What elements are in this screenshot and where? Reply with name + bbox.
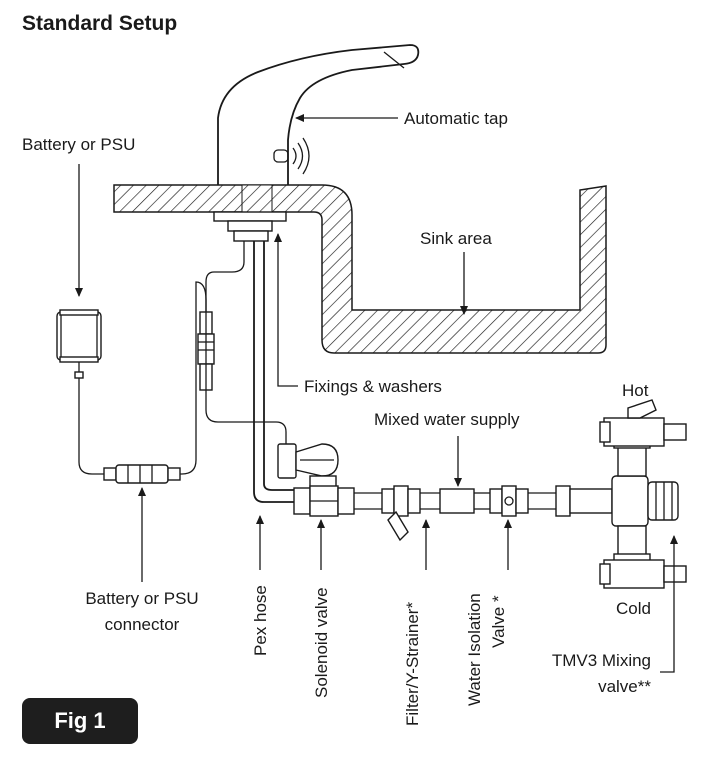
label-mixed-water-supply: Mixed water supply [374,410,520,429]
leader-lines [75,114,678,673]
solenoid-valve [277,443,355,517]
automatic-tap [217,44,420,213]
label-solenoid-valve: Solenoid valve [312,587,331,698]
sink-basin [113,184,607,354]
battery-psu-unit [56,309,102,379]
tmv3-mixing-valve [555,399,687,589]
label-pex-hose: Pex hose [251,585,270,656]
figure-label: Fig 1 [22,698,138,744]
label-filter-strainer: Filter/Y-Strainer* [403,602,422,726]
pex-hose [253,241,294,503]
label-tmv3-line2: valve** [598,677,651,696]
label-automatic-tap: Automatic tap [404,109,508,128]
y-strainer [381,485,421,542]
label-psu-connector-line1: Battery or PSU [85,589,198,608]
label-water-isolation-line1: Water Isolation [465,593,484,706]
supply-pipe [354,488,556,514]
label-psu-connector-line2: connector [105,615,180,634]
sensor-cable [205,241,245,312]
label-tmv3-line1: TMV3 Mixing [552,651,651,670]
label-water-isolation-line2: Valve * [489,595,508,648]
label-hot: Hot [622,381,649,400]
label-sink-area: Sink area [420,229,492,248]
label-battery-or-psu: Battery or PSU [22,135,135,154]
battery-psu-connector [103,464,181,484]
label-fixings-washers: Fixings & washers [304,377,442,396]
diagram-title: Standard Setup [22,12,177,35]
isolation-valve [489,485,529,517]
label-cold: Cold [616,599,651,618]
fixings-and-washers [213,211,287,242]
